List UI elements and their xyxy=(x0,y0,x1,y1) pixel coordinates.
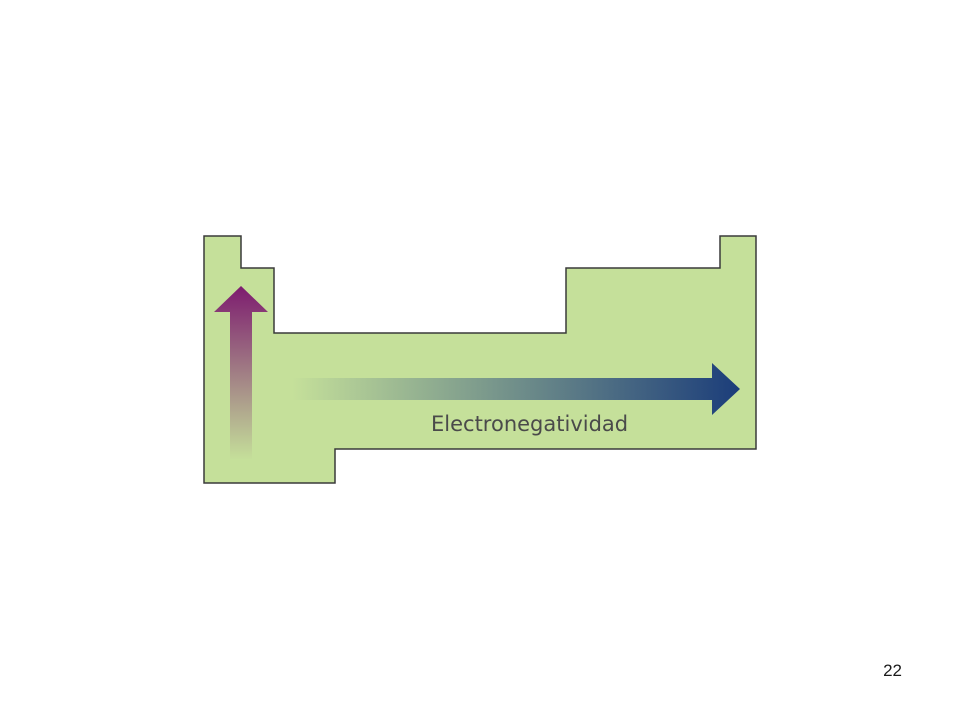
horizontal-trend-arrow xyxy=(292,363,740,415)
page-number: 22 xyxy=(883,661,902,680)
periodic-table-outline xyxy=(203,235,757,484)
electronegativity-label: Electronegatividad xyxy=(431,412,628,436)
vertical-trend-arrow xyxy=(214,286,268,460)
